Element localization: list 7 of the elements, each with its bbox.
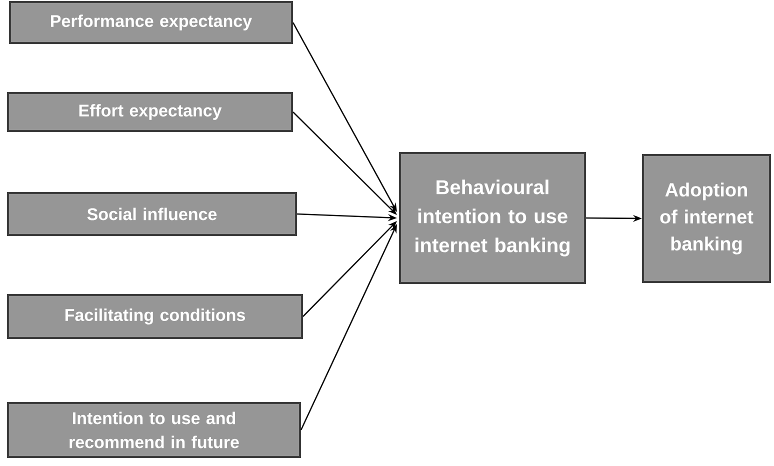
process-box: Intention to use and recommend in future [7,402,301,458]
process-box: Performance expectancy [9,1,293,44]
process-box: Behavioural intention to use internet banking [399,152,586,284]
process-box: Facilitating conditions [7,294,303,339]
process-box: Effort expectancy [7,92,293,132]
process-box: Adoption of internet banking [642,154,771,283]
process-box: Social influence [7,192,297,236]
